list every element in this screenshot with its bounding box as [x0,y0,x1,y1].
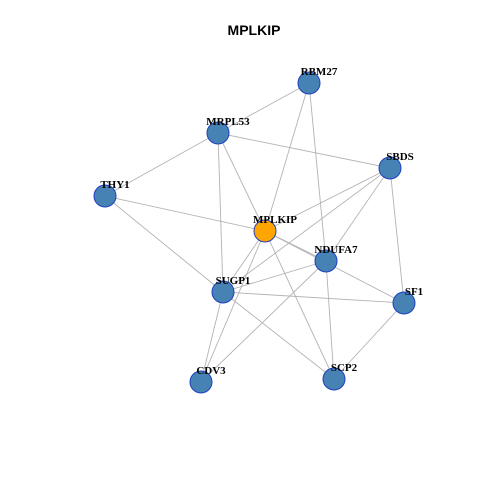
node-label-cdv3: CDV3 [196,365,226,377]
node-thy1[interactable] [93,184,117,208]
edge-thy1-mplkip [104,195,266,232]
node-label-rbm27: RBM27 [301,66,338,78]
node-ndufa7[interactable] [314,249,338,273]
edge-mplkip-scp2 [264,230,335,380]
node-layer [93,71,416,394]
diagram-title: MPLKIP [228,22,281,38]
edge-mplkip-sugp1 [222,230,266,293]
edge-ndufa7-scp2 [325,260,335,380]
edge-mrpl53-sugp1 [217,132,224,293]
edge-mplkip-cdv3 [200,230,266,383]
edge-ndufa7-cdv3 [200,260,327,383]
edge-mrpl53-sbds [217,132,391,169]
edge-mrpl53-mplkip [217,132,266,232]
edge-rbm27-ndufa7 [308,82,327,262]
node-cdv3[interactable] [189,370,213,394]
edge-sf1-scp2 [333,302,405,380]
node-sf1[interactable] [392,291,416,315]
node-scp2[interactable] [322,367,346,391]
edge-sugp1-cdv3 [200,291,224,383]
node-label-mplkip: MPLKIP [253,214,297,226]
edge-sbds-sugp1 [222,167,391,293]
node-mrpl53[interactable] [206,121,230,145]
edge-sbds-mplkip [264,167,391,232]
node-label-scp2: SCP2 [331,362,358,374]
node-label-ndufa7: NDUFA7 [314,244,358,256]
node-label-thy1: THY1 [100,179,129,191]
edge-sbds-sf1 [389,167,405,304]
edge-sbds-ndufa7 [325,167,391,262]
edge-ndufa7-sugp1 [222,260,327,293]
node-label-sf1: SF1 [405,286,423,298]
node-mplkip[interactable] [253,219,277,243]
edge-rbm27-mplkip [264,82,310,232]
edge-thy1-sugp1 [104,195,224,293]
node-rbm27[interactable] [297,71,321,95]
node-sbds[interactable] [378,156,402,180]
edge-rbm27-mrpl53 [217,82,310,134]
node-label-sbds: SBDS [386,151,414,163]
edge-mrpl53-thy1 [104,132,219,197]
node-label-sugp1: SUGP1 [216,275,251,287]
edge-sugp1-sf1 [222,291,405,304]
edge-sugp1-scp2 [222,291,335,380]
node-sugp1[interactable] [211,280,235,304]
node-label-mrpl53: MRPL53 [206,116,250,128]
